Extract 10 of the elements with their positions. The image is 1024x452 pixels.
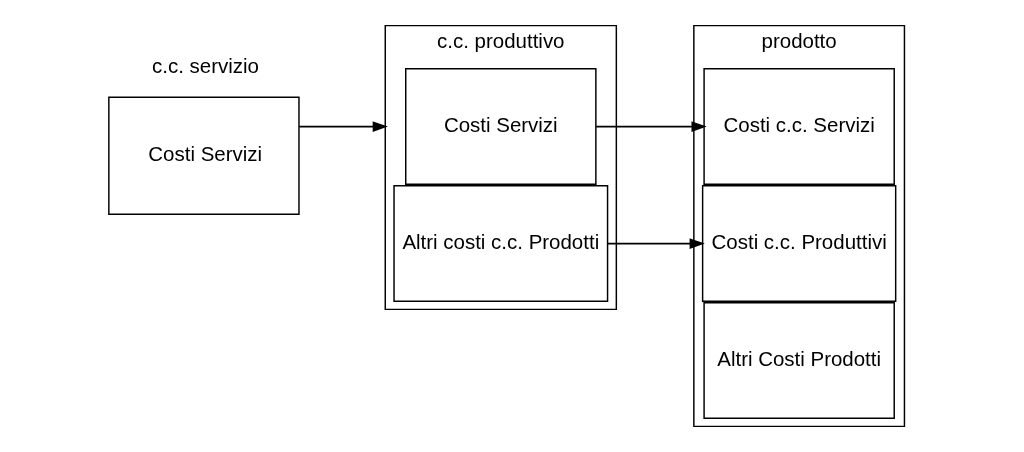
node-label: c.c. servizio <box>151 54 259 78</box>
node-box: Costi c.c. Produttivi <box>701 185 896 303</box>
node-box: Costi c.c. Servizi <box>702 68 895 186</box>
node-box: Costi Servizi <box>404 68 597 186</box>
arrow <box>594 121 707 132</box>
arrow <box>297 121 388 132</box>
arrow <box>606 238 705 249</box>
node-box: Altri Costi Prodotti <box>702 302 895 420</box>
node-box: Costi Servizi <box>107 96 300 216</box>
node-box: Altri costi c.c. Prodotti <box>392 185 608 303</box>
